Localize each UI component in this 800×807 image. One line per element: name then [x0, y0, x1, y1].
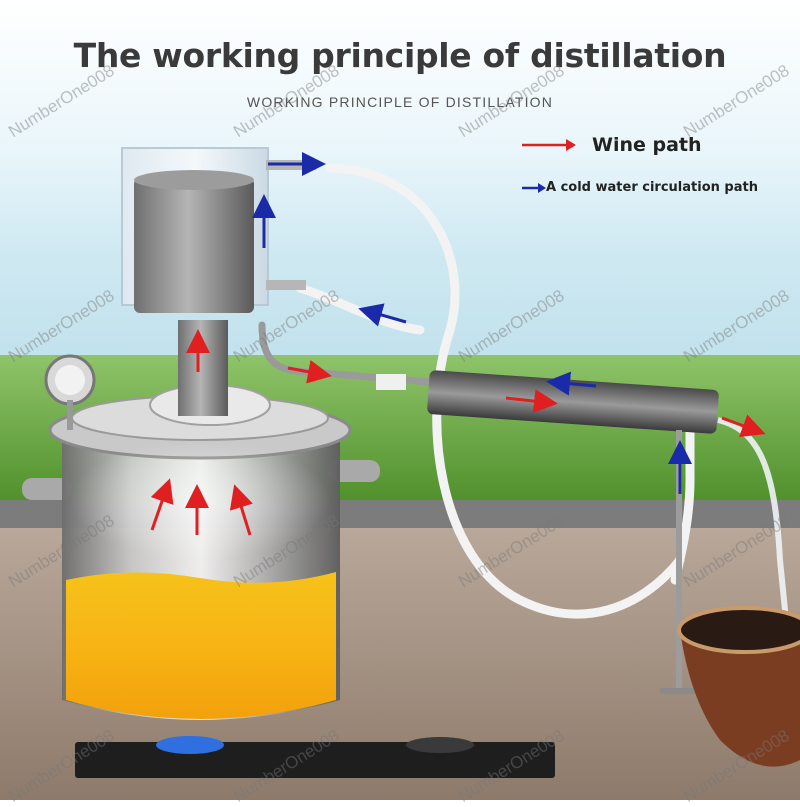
page-title: The working principle of distillation: [73, 36, 727, 75]
burner-flame: [156, 736, 224, 754]
condenser-core: [134, 178, 254, 313]
legend-water-path: A cold water circulation path: [520, 180, 758, 195]
bowl-rim: [677, 606, 800, 654]
wine-stream: [717, 417, 789, 621]
legend-wine-path: Wine path: [520, 134, 702, 156]
legend-wine-label: Wine path: [592, 134, 702, 156]
wine-arrow: [721, 414, 766, 438]
legend-water-label: A cold water circulation path: [546, 180, 758, 195]
wine-arrow: [287, 359, 332, 384]
wine-arrow: [229, 484, 253, 536]
water-arrow: [358, 303, 407, 327]
pot-handle-left: [22, 478, 72, 500]
page-subtitle: WORKING PRINCIPLE OF DISTILLATION: [246, 94, 554, 110]
pot-liquid: [66, 572, 336, 719]
wine-arrow: [505, 389, 558, 413]
red-arrow-icon: [522, 139, 576, 151]
pot-handle-right: [328, 460, 380, 482]
water-hose: [325, 163, 685, 619]
wine-path-arrows: [150, 329, 766, 536]
inlet-pipe: [266, 280, 306, 290]
blue-arrow-icon: [522, 182, 546, 193]
gauge-stem: [67, 400, 73, 430]
pipe-coupling: [376, 374, 406, 390]
water-arrow: [546, 371, 597, 396]
condenser-core-top: [134, 170, 254, 190]
gauge-face: [55, 365, 85, 395]
cooling-tube-support: [676, 430, 682, 692]
support-base: [660, 688, 696, 694]
second-burner: [406, 737, 474, 753]
vapor-column: [178, 320, 228, 416]
water-path-arrows: [252, 152, 692, 494]
wine-arrow: [150, 478, 174, 531]
cooling-tube: [427, 370, 719, 434]
collection-bowl: [680, 620, 800, 767]
